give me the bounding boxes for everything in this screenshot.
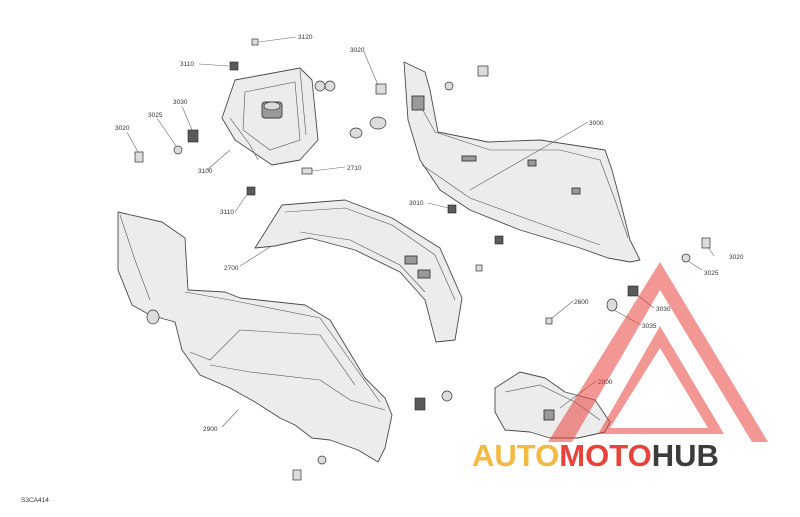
upper-right-panel <box>403 61 641 263</box>
callout-2700: 2700 <box>224 265 239 272</box>
callout-2710: 2710 <box>347 165 362 172</box>
watermark-triangle <box>548 262 768 442</box>
lower-left-panel <box>117 211 393 463</box>
callouts: 3120 3110 3020 3025 3030 3100 2710 3110 … <box>115 34 744 433</box>
callout-3025-left: 3025 <box>148 112 163 119</box>
callout-3020-right: 3020 <box>729 254 744 261</box>
callout-3020-top: 3020 <box>350 47 365 54</box>
watermark-moto: MOTO <box>559 438 651 473</box>
callout-3000: 3000 <box>589 120 604 127</box>
callout-2900: 2900 <box>203 426 218 433</box>
diagram-code: S3CA414 <box>21 497 49 504</box>
callout-3100: 3100 <box>198 168 213 175</box>
svg-text:AUTOMOTOHUB: AUTOMOTOHUB <box>472 438 719 473</box>
bracket-assembly <box>221 67 319 166</box>
callout-3110-mid: 3110 <box>220 209 234 216</box>
callout-3110-top: 3110 <box>180 61 194 68</box>
callout-2600: 2600 <box>574 299 589 306</box>
callout-3120: 3120 <box>298 34 313 41</box>
callout-3010: 3010 <box>409 200 424 207</box>
callout-3025-right: 3025 <box>704 270 719 277</box>
hardware <box>134 38 711 481</box>
callout-3030-left: 3030 <box>173 99 188 106</box>
callout-3030-right: 3030 <box>656 306 671 313</box>
callout-3020-left: 3020 <box>115 125 130 132</box>
watermark-auto: AUTO <box>472 438 559 473</box>
center-fender <box>254 199 463 343</box>
watermark-hub: HUB <box>652 438 719 473</box>
watermark-logo: AUTOMOTOHUB <box>472 438 719 473</box>
callout-3035: 3035 <box>642 323 657 330</box>
